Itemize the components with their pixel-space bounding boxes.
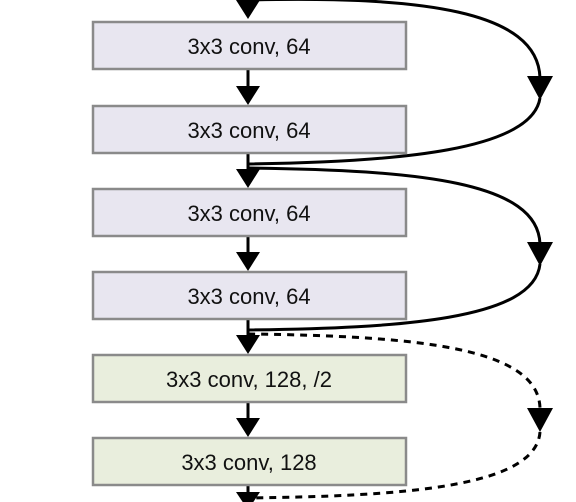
flow-arrowhead-2 (236, 169, 260, 188)
layer-4: 3x3 conv, 128, /2 (91, 353, 408, 404)
layer-label-4: 3x3 conv, 128, /2 (166, 367, 332, 392)
layer-2: 3x3 conv, 64 (91, 187, 408, 238)
layer-label-5: 3x3 conv, 128 (181, 450, 316, 475)
input-arrowhead (236, 0, 260, 19)
layer-1: 3x3 conv, 64 (91, 104, 408, 155)
layer-box-5 (91, 436, 408, 487)
layer-label-1: 3x3 conv, 64 (187, 118, 310, 143)
main-path (236, 0, 260, 502)
layer-0: 3x3 conv, 64 (91, 20, 408, 71)
layer-label-0: 3x3 conv, 64 (187, 34, 310, 59)
layer-box-0 (91, 20, 408, 71)
layer-label-3: 3x3 conv, 64 (187, 284, 310, 309)
layer-box-1 (91, 104, 408, 155)
layer-box-2 (91, 187, 408, 238)
shortcut-return-1 (247, 97, 542, 166)
layer-label-2: 3x3 conv, 64 (187, 201, 310, 226)
shortcut-solid-2 (247, 166, 542, 245)
shortcut-arrowhead-3 (527, 408, 553, 432)
shortcut-arrowhead-2 (527, 242, 553, 266)
shortcut-arrowhead-1 (527, 76, 553, 100)
flow-arrowhead-5 (236, 418, 260, 437)
flow-arrowhead-3 (236, 252, 260, 271)
layer-3: 3x3 conv, 64 (91, 270, 408, 321)
layer-5: 3x3 conv, 128 (91, 436, 408, 487)
flow-arrowhead-4 (236, 335, 260, 354)
shortcut-dashed-3 (247, 332, 542, 409)
layer-box-4 (91, 353, 408, 404)
flow-arrowhead-1 (236, 86, 260, 105)
shortcut-solid-1 (248, 0, 542, 79)
layer-box-3 (91, 270, 408, 321)
shortcut-connections (247, 0, 553, 500)
shortcut-return-2 (247, 263, 542, 332)
